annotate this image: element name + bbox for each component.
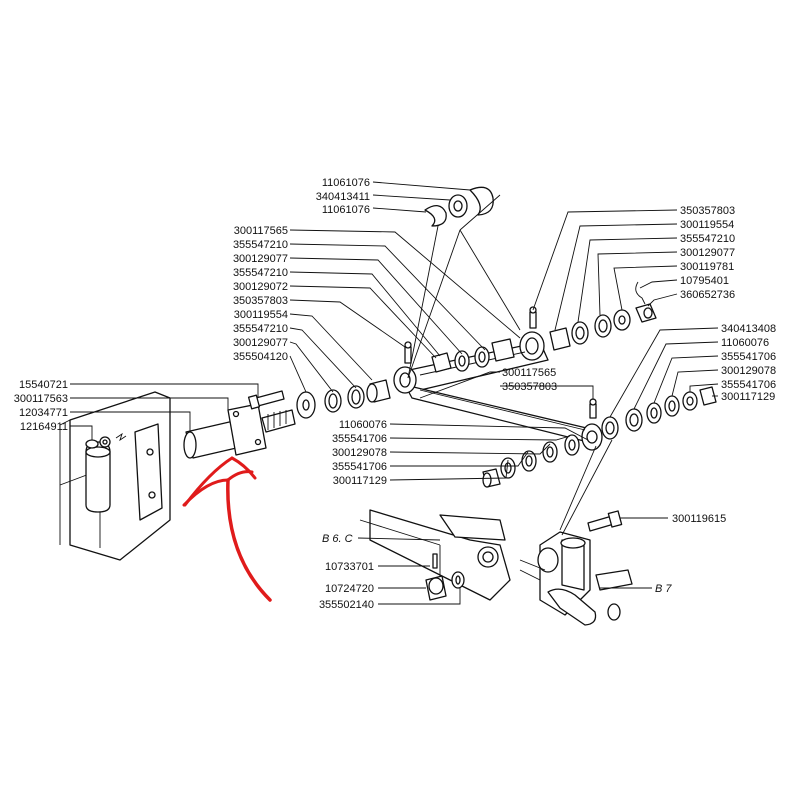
label-low-4: 300117129 [333, 475, 387, 487]
pivot-shaft-assembly [183, 403, 296, 459]
label-left-0: 300117565 [234, 225, 288, 237]
leader-lines [70, 181, 719, 605]
label-left-3: 355547210 [233, 267, 288, 279]
label-rtop-6: 360652736 [680, 289, 735, 301]
section-label-b6c: B 6. C [322, 533, 353, 545]
label-fl-3: 12164911 [20, 421, 68, 433]
label-fl-0: 15540721 [19, 379, 68, 391]
grease-nipple-center [529, 306, 537, 329]
label-left-7: 355547210 [233, 323, 288, 335]
small-washers-left [85, 432, 127, 449]
label-bottom-0: 10733701 [325, 561, 374, 573]
label-rmid-2: 355541706 [721, 351, 776, 363]
section-label-b7: B 7 [655, 583, 672, 595]
label-left-4: 300129072 [233, 281, 288, 293]
label-bottom-2: 355502140 [319, 599, 374, 611]
part-number-labels: 11061076 340413411 11061076 300117565 35… [14, 177, 776, 611]
grease-nipple-right [589, 398, 597, 419]
frame-section-b6c [359, 509, 511, 601]
right-upper-bush-stack [549, 281, 657, 351]
label-rtop-1: 300119554 [680, 219, 734, 231]
grease-nipple-left [404, 341, 412, 364]
label-center-0: 300117565 [502, 367, 556, 379]
label-low-3: 355541706 [332, 461, 387, 473]
label-bolt-300119615: 300119615 [672, 513, 726, 525]
lower-bush-stack [482, 434, 580, 488]
label-fl-2: 12034771 [19, 407, 68, 419]
top-rings [424, 186, 494, 227]
label-rmid-1: 11060076 [721, 337, 769, 349]
red-arrow-annotation [182, 456, 272, 602]
label-rtop-4: 300119781 [680, 261, 734, 273]
label-low-1: 355541706 [332, 433, 387, 445]
inner-bush-stack [296, 379, 391, 419]
upper-bush-stack [431, 338, 515, 373]
stub-axle-knuckle [519, 531, 633, 626]
label-left-1: 355547210 [233, 239, 288, 251]
label-low-0: 11060076 [339, 419, 387, 431]
chassis-frame [59, 391, 171, 561]
right-mid-bush-stack [601, 386, 717, 440]
label-center-1: 350357803 [502, 381, 557, 393]
label-low-2: 300129078 [332, 447, 387, 459]
label-rmid-0: 340413408 [721, 323, 776, 335]
label-rmid-3: 300129078 [721, 365, 776, 377]
label-11061076-a: 11061076 [322, 177, 370, 189]
label-11061076-b: 11061076 [322, 204, 370, 216]
label-bottom-1: 10724720 [325, 583, 374, 595]
label-rmid-5: 300117129 [721, 391, 775, 403]
label-left-2: 300129077 [233, 253, 288, 265]
label-rtop-5: 10795401 [680, 275, 729, 287]
label-fl-1: 300117563 [14, 393, 68, 405]
label-left-9: 355504120 [233, 351, 288, 363]
label-left-6: 300119554 [234, 309, 288, 321]
label-340413411: 340413411 [316, 191, 370, 203]
bolt-300119615 [587, 510, 623, 532]
label-rtop-3: 300129077 [680, 247, 735, 259]
label-rmid-4: 355541706 [721, 379, 776, 391]
label-rtop-0: 350357803 [680, 205, 735, 217]
label-left-8: 300129077 [233, 337, 288, 349]
bolt-15540721 [247, 390, 285, 410]
label-left-5: 350357803 [233, 295, 288, 307]
label-rtop-2: 355547210 [680, 233, 735, 245]
castle-nut [425, 553, 465, 601]
